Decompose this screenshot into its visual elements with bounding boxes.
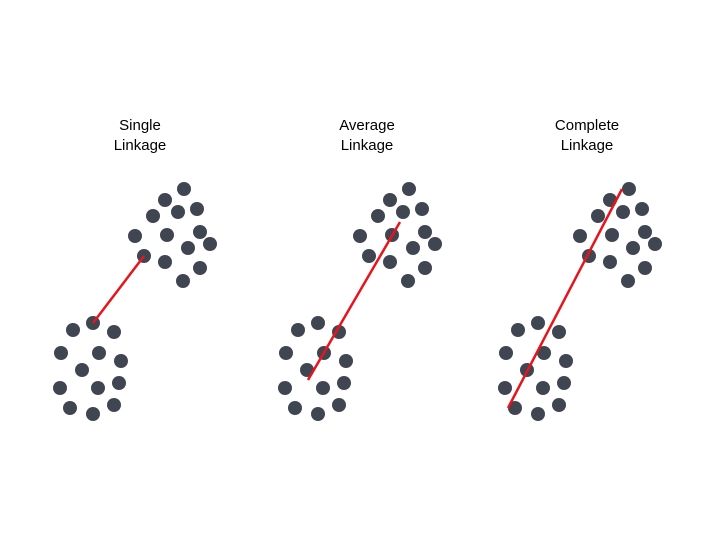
lower-cluster-point [531, 316, 545, 330]
upper-cluster-point [621, 274, 635, 288]
lower-cluster-point [107, 398, 121, 412]
upper-cluster-point [603, 255, 617, 269]
upper-cluster-point [181, 241, 195, 255]
lower-cluster-point [112, 376, 126, 390]
upper-cluster-point [605, 228, 619, 242]
lower-cluster-point [332, 398, 346, 412]
upper-cluster-point [203, 237, 217, 251]
upper-cluster-point [176, 274, 190, 288]
upper-cluster-point [128, 229, 142, 243]
upper-cluster-point [402, 182, 416, 196]
lower-cluster-point [508, 401, 522, 415]
lower-cluster-point [552, 325, 566, 339]
single-linkage-line [92, 255, 145, 324]
upper-cluster-point [406, 241, 420, 255]
average-linkage-panel [278, 182, 442, 421]
average-linkage-line [306, 221, 402, 381]
lower-cluster-point [311, 407, 325, 421]
upper-cluster-point [160, 228, 174, 242]
upper-cluster-point [396, 205, 410, 219]
single-linkage-title: Single Linkage [113, 117, 167, 154]
upper-cluster-point [193, 261, 207, 275]
lower-cluster-point [66, 323, 80, 337]
upper-cluster-point [177, 182, 191, 196]
upper-cluster-point [401, 274, 415, 288]
lower-cluster-point [332, 325, 346, 339]
lower-cluster-point [559, 354, 573, 368]
lower-cluster-point [278, 381, 292, 395]
lower-cluster-point [279, 346, 293, 360]
upper-cluster-point [415, 202, 429, 216]
complete-linkage-panel [498, 182, 662, 421]
lower-cluster-point [288, 401, 302, 415]
upper-cluster-point [158, 193, 172, 207]
upper-cluster-point [638, 261, 652, 275]
lower-cluster-point [107, 325, 121, 339]
lower-cluster-point [337, 376, 351, 390]
upper-cluster-point [418, 225, 432, 239]
lower-cluster-point [339, 354, 353, 368]
lower-cluster-point [536, 381, 550, 395]
upper-cluster-point [383, 193, 397, 207]
upper-cluster-point [626, 241, 640, 255]
upper-cluster-point [573, 229, 587, 243]
single-linkage-panel [53, 182, 217, 421]
upper-cluster-point [428, 237, 442, 251]
lower-cluster-point [63, 401, 77, 415]
lower-cluster-point [531, 407, 545, 421]
lower-cluster-point [498, 381, 512, 395]
lower-cluster-point [86, 407, 100, 421]
upper-cluster-point [591, 209, 605, 223]
lower-cluster-point [75, 363, 89, 377]
lower-cluster-point [291, 323, 305, 337]
lower-cluster-point [511, 323, 525, 337]
upper-cluster-point [190, 202, 204, 216]
upper-cluster-point [638, 225, 652, 239]
upper-cluster-point [362, 249, 376, 263]
upper-cluster-point [158, 255, 172, 269]
lower-cluster-point [53, 381, 67, 395]
complete-linkage-title: Complete Linkage [554, 117, 620, 154]
upper-cluster-point [418, 261, 432, 275]
lower-cluster-point [114, 354, 128, 368]
lower-cluster-point [552, 398, 566, 412]
upper-cluster-point [171, 205, 185, 219]
upper-cluster-point [648, 237, 662, 251]
upper-cluster-point [383, 255, 397, 269]
upper-cluster-point [616, 205, 630, 219]
lower-cluster-point [499, 346, 513, 360]
lower-cluster-point [92, 346, 106, 360]
lower-cluster-point [316, 381, 330, 395]
upper-cluster-point [635, 202, 649, 216]
upper-cluster-point [146, 209, 160, 223]
lower-cluster-point [91, 381, 105, 395]
upper-cluster-point [371, 209, 385, 223]
lower-cluster-point [557, 376, 571, 390]
average-linkage-title: Average Linkage [339, 117, 395, 154]
lower-cluster-point [311, 316, 325, 330]
lower-cluster-point [537, 346, 551, 360]
upper-cluster-point [193, 225, 207, 239]
upper-cluster-point [622, 182, 636, 196]
lower-cluster-point [54, 346, 68, 360]
complete-linkage-line [506, 188, 624, 409]
upper-cluster-point [353, 229, 367, 243]
